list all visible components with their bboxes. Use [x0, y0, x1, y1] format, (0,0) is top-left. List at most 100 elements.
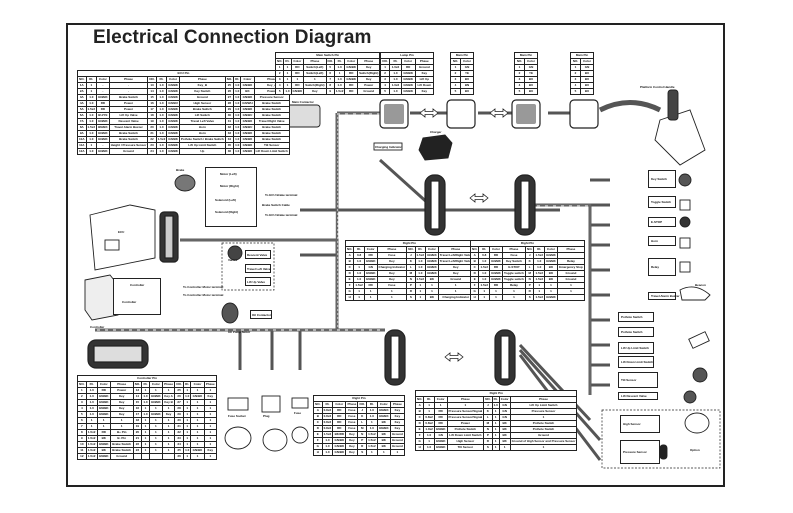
table-cell: 5	[450, 88, 461, 95]
table-cell: 24	[147, 148, 157, 155]
device-box	[648, 258, 676, 276]
oil-contactor-box	[250, 310, 272, 319]
device-box	[648, 292, 676, 300]
device-box	[620, 415, 660, 433]
brake-cable-note: Brake Switch Cable	[262, 203, 290, 207]
fuse-socket-label: Fuse Socket	[228, 414, 246, 418]
table-cell: GN/BK	[544, 294, 558, 301]
page-title: Electrical Connection Diagram	[93, 27, 372, 48]
table-cell: 1	[489, 294, 503, 301]
table-cell: Up	[178, 148, 226, 155]
device-label: Lift Descent Valve	[621, 394, 647, 398]
beacon-icon	[679, 286, 711, 301]
horn-icon	[679, 237, 691, 249]
lift-up-valve-label: Lift Up Valve	[247, 280, 266, 284]
ring-terminal-icon	[291, 426, 309, 444]
table-cell: 5	[570, 88, 581, 95]
device-box	[618, 392, 658, 400]
table-cell: 1.0	[423, 444, 435, 451]
device-label: Pothole Switch	[621, 315, 643, 319]
table-cell: 1	[491, 444, 500, 451]
table-cell: Key	[303, 88, 327, 95]
table-cell	[132, 453, 143, 460]
solenoid-left-label: Solenoid (Left)	[215, 198, 236, 202]
device-label: Key Switch	[651, 177, 668, 181]
ecu-label: ECU	[118, 230, 125, 234]
table-cell: 1.0	[321, 449, 334, 456]
double-arrow-icon	[444, 352, 464, 362]
fuse-label: Fuse	[294, 411, 302, 415]
table-cell: S	[357, 449, 367, 456]
device-label: Tilt Sensor	[621, 378, 637, 382]
device-label: Pressure Sensor	[623, 450, 647, 454]
table-cell: Lift Down Limit Switch	[253, 148, 290, 155]
device-box	[620, 440, 660, 464]
device-box	[618, 356, 654, 368]
joystick-icon	[654, 109, 706, 166]
device-label: Relay	[651, 265, 660, 269]
table-cell: 1	[182, 453, 192, 460]
tilt-sensor-icon	[692, 367, 708, 383]
limit-switch-icon	[688, 331, 710, 349]
table-cell: 1	[509, 444, 578, 451]
valve-box-travel	[245, 264, 271, 273]
table-cell: 1	[190, 453, 205, 460]
table-cell	[141, 453, 150, 460]
table-cell: S	[524, 294, 535, 301]
table-cell: Key	[414, 88, 435, 95]
device-label: Horn	[651, 239, 658, 243]
table-cell: Ground	[357, 88, 381, 95]
table-cell: 12	[77, 453, 87, 460]
multipin-connectors	[87, 174, 536, 386]
top-connectors	[379, 99, 599, 129]
table-cell: 1.5x2	[333, 88, 346, 95]
table-cell: GN/BK	[332, 449, 347, 456]
table-cell: GN/BK	[290, 88, 305, 95]
table-cell	[148, 453, 163, 460]
motor-brake-icon	[174, 174, 196, 192]
table-cell: 1	[353, 294, 365, 301]
controller-motor-note-2: To Controller Motor terminal	[183, 293, 224, 297]
device-drawings	[84, 89, 711, 460]
valve-box-descent	[245, 250, 271, 259]
table-cell: 9	[325, 88, 335, 95]
charger-label: Charger	[430, 130, 442, 134]
table-cell: 1	[363, 294, 378, 301]
controller-box	[113, 278, 161, 315]
table-cell: H	[469, 294, 480, 301]
valve-box-liftup	[245, 277, 271, 286]
table-cell	[556, 294, 586, 301]
controller-box-label-1: Controller	[130, 283, 145, 287]
table-cell: BU	[460, 88, 474, 95]
device-box	[648, 170, 676, 188]
table-cell: 1	[478, 294, 491, 301]
harness-charger-link	[378, 158, 432, 207]
device-label: Travel Alarm Buzzer	[651, 294, 680, 298]
table-cell: H	[344, 294, 355, 301]
device-box	[648, 196, 676, 208]
table-cell: 1	[366, 449, 378, 456]
main-contactor-label: Main Contactor	[292, 100, 314, 104]
table-cell: BK	[425, 294, 439, 301]
toggle-switch-icon	[679, 199, 691, 211]
